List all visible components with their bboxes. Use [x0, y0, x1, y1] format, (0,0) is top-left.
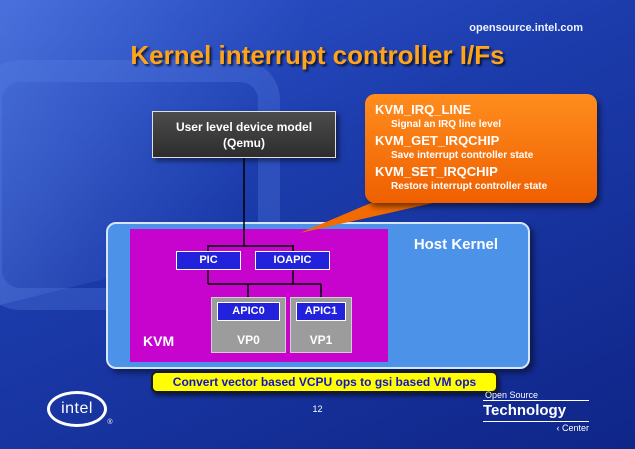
- apic1-box: APIC1: [296, 302, 346, 321]
- intel-logo-text: intel: [61, 400, 93, 417]
- vp1-box: APIC1 VP1: [290, 297, 352, 353]
- page-number: 12: [312, 404, 323, 414]
- otc-center-label: Center: [561, 423, 589, 433]
- callout-api-name-3: KVM_SET_IRQCHIP: [375, 164, 498, 179]
- page-title: Kernel interrupt controller I/Fs: [130, 40, 505, 70]
- otc-technology-label: Technology: [483, 400, 589, 422]
- intel-logo: intel ®: [47, 391, 113, 427]
- callout-api-name-2: KVM_GET_IRQCHIP: [375, 133, 500, 148]
- ioapic-box: IOAPIC: [255, 251, 330, 270]
- device-model-line2: (Qemu): [223, 136, 265, 151]
- otc-logo: Open Source Technology ‹ Center: [483, 390, 589, 433]
- vp0-label: VP0: [237, 333, 260, 347]
- apic0-box: APIC0: [217, 302, 280, 321]
- conversion-banner: Convert vector based VCPU ops to gsi bas…: [151, 371, 498, 393]
- host-kernel-label: Host Kernel: [413, 236, 498, 253]
- device-model-line1: User level device model: [175, 120, 313, 134]
- callout-api-desc-3: Restore interrupt controller state: [391, 181, 548, 192]
- chevron-left-icon: ‹: [556, 423, 560, 433]
- vp1-label: VP1: [309, 333, 333, 347]
- otc-open-source-label: Open Source: [485, 390, 539, 400]
- callout-api-name-1: KVM_IRQ_LINE: [375, 102, 472, 117]
- callout-api-desc-2: Save interrupt controller state: [391, 150, 534, 161]
- header-url: opensource.intel.com: [469, 22, 583, 34]
- device-model-box: User level device model (Qemu): [152, 111, 336, 158]
- callout-api-desc-1: Signal an IRQ line level: [391, 119, 502, 130]
- registered-mark-icon: ®: [107, 419, 113, 426]
- otc-center-row: ‹ Center: [483, 423, 589, 433]
- kvm-label: KVM: [143, 333, 175, 349]
- vp0-box: APIC0 VP0: [211, 297, 286, 353]
- pic-box: PIC: [176, 251, 241, 270]
- api-callout: KVM_IRQ_LINE Signal an IRQ line level KV…: [365, 94, 597, 203]
